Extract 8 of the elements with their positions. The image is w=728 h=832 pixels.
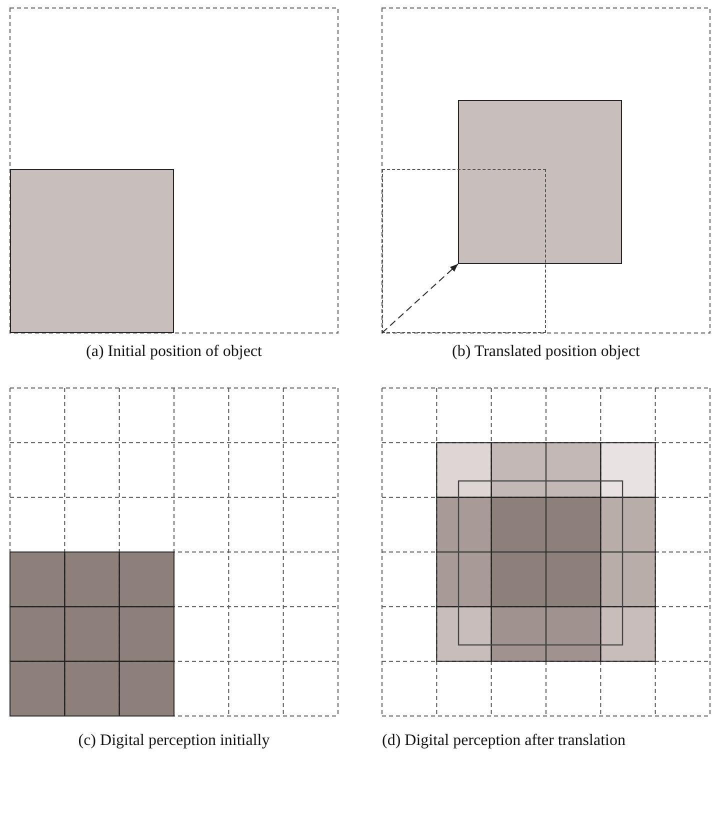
caption: (a) Initial position of object [85, 342, 263, 362]
translated-object-square [458, 100, 622, 264]
caption: (d) Digital perception after translation [382, 731, 626, 751]
caption: (c) Digital perception initially [77, 731, 271, 751]
caption: (b) Translated position object [451, 342, 641, 362]
object-square [10, 169, 174, 333]
arrow [382, 264, 458, 334]
original-position-outline [382, 169, 546, 333]
